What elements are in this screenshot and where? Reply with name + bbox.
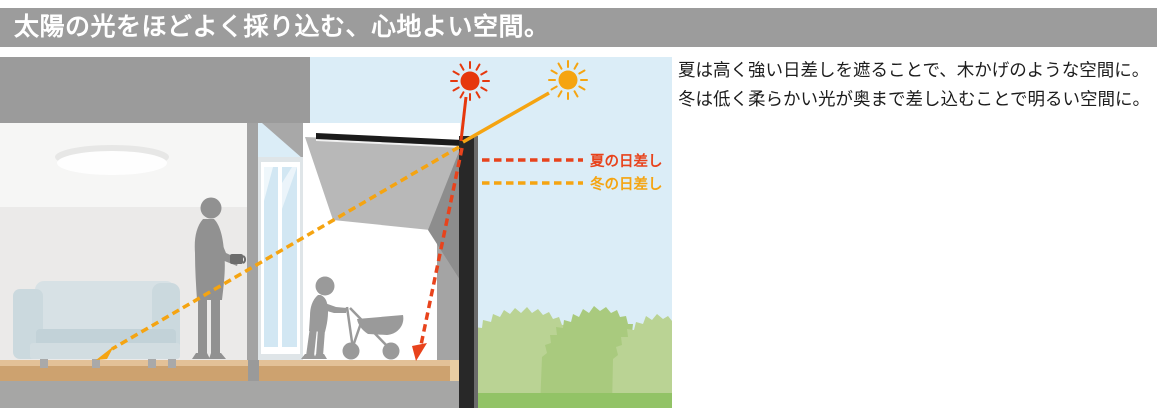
- floor-end: [450, 360, 460, 381]
- summer-sun-icon: [450, 61, 490, 101]
- eave-underside: [305, 137, 462, 230]
- wall-above-window: [262, 123, 310, 165]
- divider-through-floor: [248, 360, 259, 381]
- garden-bushes: [459, 306, 672, 408]
- eave-shadow: [428, 144, 462, 283]
- child-silhouette: [301, 276, 404, 360]
- walker-basket: [357, 315, 404, 335]
- eave-fascia: [316, 139, 463, 148]
- diagram-canvas: 夏の日差し 冬の日差し: [0, 57, 672, 408]
- walker-wheel-right: [382, 342, 400, 360]
- page-title: 太陽の光をほどよく採り込む、心地よい空間。: [0, 8, 1157, 47]
- description-line-2: 冬は低く柔らかい光が奥まで差し込むことで明るい空間に。: [678, 89, 1150, 109]
- window: [258, 157, 303, 360]
- floor-edge: [0, 360, 460, 366]
- legend-winter-label: 冬の日差し: [590, 175, 663, 193]
- eave-roof: [316, 133, 463, 146]
- winter-arrowhead: [96, 346, 114, 360]
- bush-right: [612, 314, 672, 408]
- winter-dashed-arrow: [111, 145, 460, 351]
- summer-beam: [459, 96, 468, 142]
- summer-dashed-arrow: [419, 147, 464, 346]
- description-text: 夏は高く強い日差しを遮ることで、木かげのような空間に。 冬は低く柔らかい光が奥ま…: [678, 56, 1153, 114]
- winter-sun-icon: [548, 60, 588, 100]
- deep-eave: [305, 133, 463, 283]
- window-glass-right: [282, 167, 297, 347]
- adult-silhouette: [192, 197, 247, 359]
- wall-divider: [247, 123, 258, 381]
- coffee-cup: [230, 254, 243, 264]
- summer-arrowhead: [412, 343, 427, 361]
- pillar: [459, 136, 475, 408]
- sofa: [13, 281, 180, 368]
- legend-summer-label: 夏の日差し: [590, 152, 663, 170]
- foundation: [0, 381, 460, 408]
- description-line-1: 夏は高く強い日差しを遮ることで、木かげのような空間に。: [678, 60, 1150, 80]
- wood-floor: [0, 366, 460, 381]
- upper-floor-band: [0, 57, 310, 123]
- winter-beam: [462, 91, 550, 144]
- ceiling-light: [57, 151, 167, 175]
- pillar-edge: [474, 136, 478, 408]
- legend: 夏の日差し 冬の日差し: [482, 152, 663, 193]
- grass-strip: [459, 393, 672, 408]
- walker-wheel-left: [342, 342, 360, 360]
- sun-path-diagram: 夏の日差し 冬の日差し: [0, 57, 672, 408]
